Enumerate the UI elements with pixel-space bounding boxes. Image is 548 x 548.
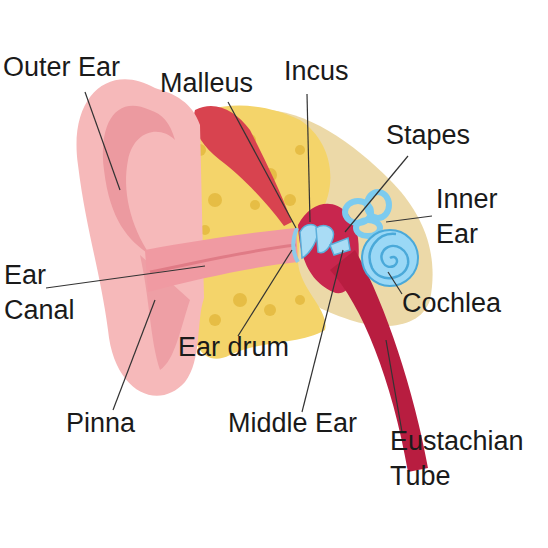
eardrum-membrane: [293, 228, 298, 262]
stapes-label: Stapes: [386, 118, 470, 153]
canal-shade: [150, 245, 296, 272]
leader-lines: [46, 92, 432, 432]
pinna-label: Pinna: [66, 406, 135, 441]
ear-drum-label: Ear drum: [178, 330, 289, 365]
cochlea-label: Cochlea: [402, 286, 501, 321]
inner-ear-label: Inner Ear: [436, 182, 531, 252]
muscle: [194, 106, 292, 226]
cochlea-spiral: [370, 234, 408, 278]
semicircular-canals: [345, 192, 389, 236]
eustachian-tube-label: Eustachian Tube: [390, 424, 540, 494]
ear-canal-label: Ear Canal: [4, 258, 89, 328]
middle-ear-label: Middle Ear: [228, 406, 357, 441]
incus-label: Incus: [284, 54, 349, 89]
pinna-fold: [103, 106, 175, 255]
outer-ear-label: Outer Ear: [3, 50, 120, 85]
malleus-label: Malleus: [160, 66, 253, 101]
ear-canal-tube: [145, 228, 298, 292]
cochlea-shell: [362, 230, 418, 286]
